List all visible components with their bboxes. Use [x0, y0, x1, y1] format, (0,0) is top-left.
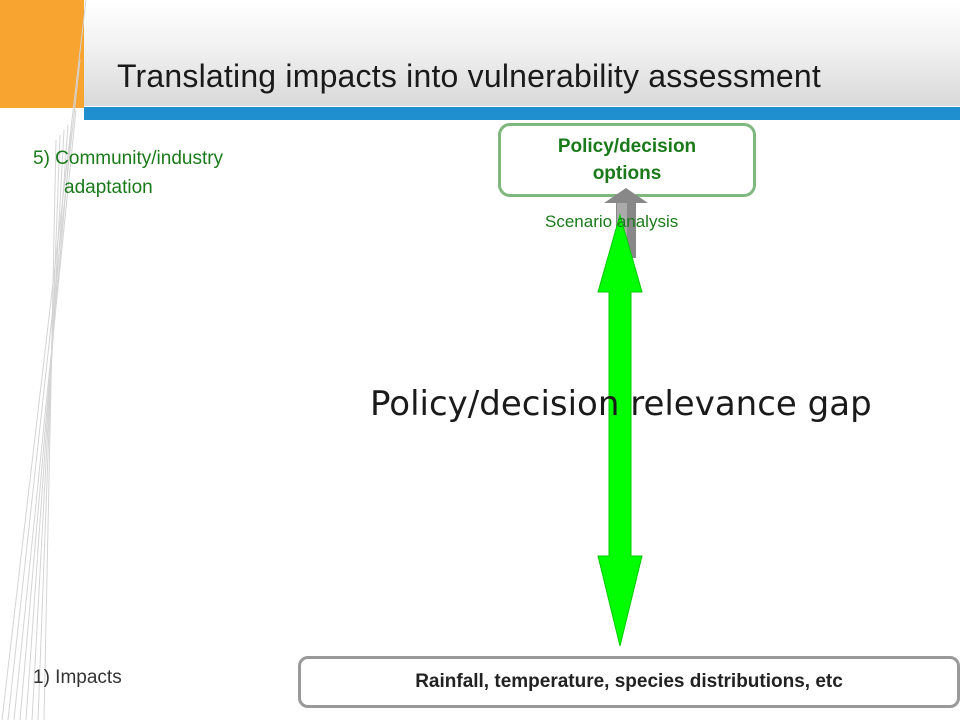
- level-1-label: 1) Impacts: [33, 667, 122, 688]
- header-background: [0, 0, 960, 106]
- green-double-arrow-icon: [597, 213, 643, 647]
- title-underline-bar: [84, 107, 960, 120]
- slide-title: Translating impacts into vulnerability a…: [117, 58, 822, 94]
- policy-options-box: Policy/decision options: [498, 123, 756, 197]
- relevance-gap-label: Policy/decision relevance gap: [370, 384, 872, 424]
- decorative-lines: [1, 0, 87, 720]
- orange-accent-tab: [0, 0, 84, 108]
- impacts-box: Rainfall, temperature, species distribut…: [298, 656, 960, 708]
- level-5-label-line1: 5) Community/industry: [33, 148, 224, 169]
- policy-options-line1: Policy/decision: [557, 136, 697, 157]
- impacts-box-text: Rainfall, temperature, species distribut…: [415, 671, 843, 692]
- policy-options-line2: options: [592, 163, 662, 184]
- level-5-label-line2: adaptation: [64, 177, 153, 198]
- scenario-analysis-label: Scenario analysis: [545, 212, 679, 231]
